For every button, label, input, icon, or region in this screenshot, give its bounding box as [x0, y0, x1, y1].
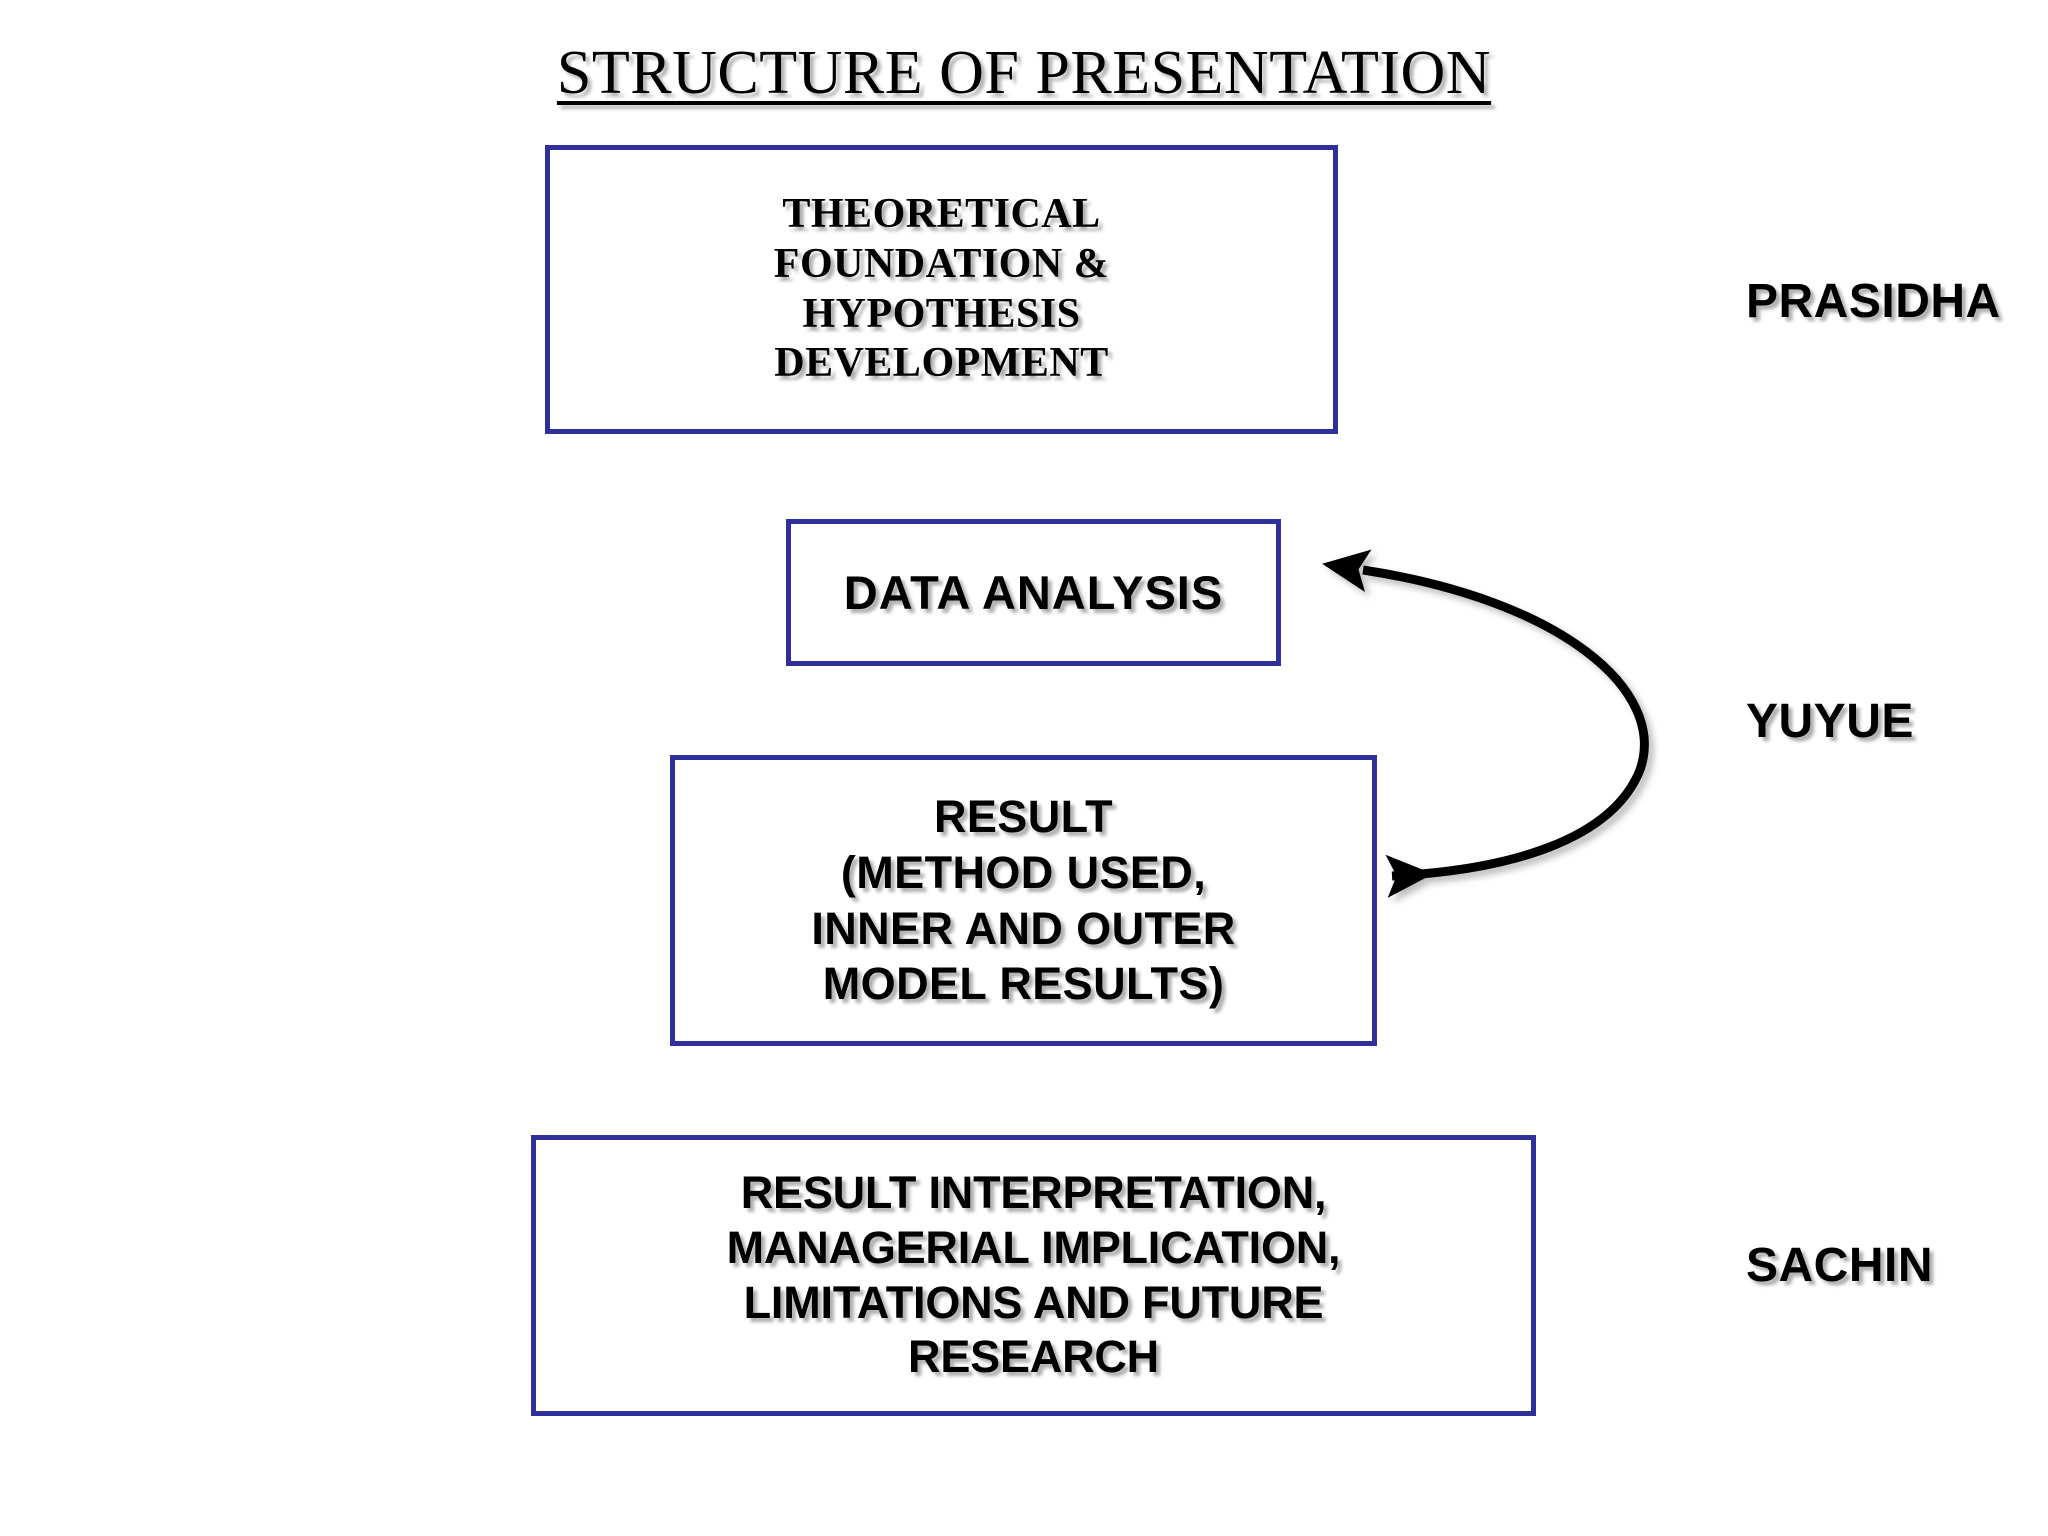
- flow-node-label: THEORETICAL FOUNDATION & HYPOTHESIS DEVE…: [773, 191, 1110, 387]
- flow-node-result[interactable]: RESULT (METHOD USED, INNER AND OUTER MOD…: [670, 755, 1377, 1046]
- presenter-label-prasidha: PRASIDHA: [1746, 275, 2001, 328]
- page-title: STRUCTURE OF PRESENTATION: [556, 39, 1492, 107]
- presenter-label-sachin: SACHIN: [1746, 1239, 1934, 1292]
- flow-node-label: RESULT (METHOD USED, INNER AND OUTER MOD…: [811, 790, 1236, 1010]
- arrow-data-result-bidirectional: [1322, 549, 1649, 898]
- flow-node-label: DATA ANALYSIS: [843, 566, 1224, 619]
- flow-node-data-analysis[interactable]: DATA ANALYSIS: [786, 519, 1281, 666]
- presenter-label-yuyue: YUYUE: [1746, 695, 1914, 748]
- flow-node-result-interpretation[interactable]: RESULT INTERPRETATION, MANAGERIAL IMPLIC…: [531, 1135, 1536, 1416]
- flow-node-label: RESULT INTERPRETATION, MANAGERIAL IMPLIC…: [726, 1166, 1341, 1383]
- flow-node-theoretical-foundation[interactable]: THEORETICAL FOUNDATION & HYPOTHESIS DEVE…: [545, 145, 1338, 434]
